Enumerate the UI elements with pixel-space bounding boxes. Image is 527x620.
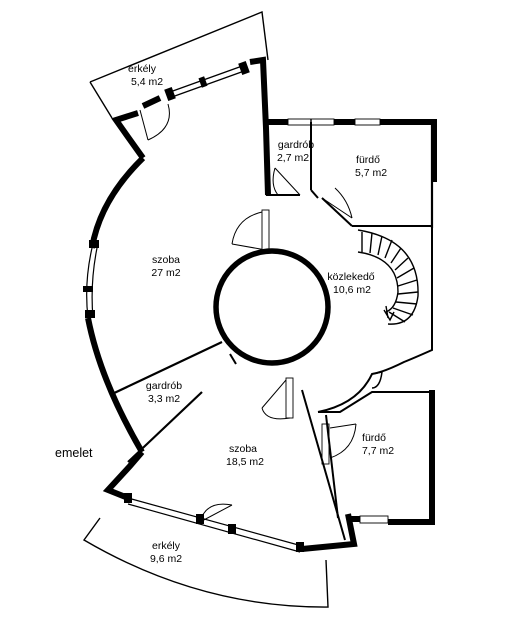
room-area: 18,5 m2: [226, 456, 264, 468]
room-area: 7,7 m2: [362, 445, 394, 457]
room-area: 10,6 m2: [333, 284, 371, 296]
wall-north-vertical: [249, 56, 271, 196]
room-area: 27 m2: [151, 267, 180, 279]
room-name: fürdő: [356, 154, 380, 166]
room-area: 5,7 m2: [355, 167, 387, 179]
room-name: fürdő: [362, 432, 386, 444]
room-szoba-small: szoba 18,5 m2: [226, 443, 264, 468]
window-jamb-bottom: [85, 310, 95, 318]
window-jamb-top: [89, 240, 99, 248]
room-furdo-bottom: fürdő 7,7 m2: [362, 432, 394, 457]
upper-west-walls: [111, 60, 250, 160]
room-area: 2,7 m2: [277, 152, 309, 164]
room-name: gardrób: [146, 380, 182, 392]
room-gardrob-bottom: gardrób 3,3 m2: [146, 380, 182, 405]
room-name: gardrób: [278, 139, 314, 151]
outer-curved-wall: [83, 155, 146, 454]
room-erkely-bottom: erkély 9,6 m2: [150, 540, 182, 565]
floor-label: emelet: [55, 446, 93, 460]
room-name: erkély: [152, 540, 181, 552]
room-kozlekedo: közlekedő 10,6 m2: [327, 271, 374, 296]
room-area: 9,6 m2: [150, 553, 182, 565]
north-rooms-block: [231, 118, 437, 251]
room-name: közlekedő: [327, 271, 374, 283]
interior-partitions: [109, 341, 237, 463]
room-furdo-top: fürdő 5,7 m2: [355, 154, 387, 179]
room-name: erkély: [128, 63, 157, 75]
window-jamb-mid: [83, 286, 93, 292]
south-walls: [102, 389, 358, 553]
room-szoba-large: szoba 27 m2: [151, 254, 180, 279]
room-area: 3,3 m2: [148, 393, 180, 405]
room-gardrob-top: gardrób 2,7 m2: [277, 139, 314, 164]
balcony-bottom: [82, 517, 329, 608]
room-area: 5,4 m2: [131, 76, 163, 88]
balcony-top: [89, 11, 269, 119]
staircase: [357, 229, 419, 325]
east-rooms: [261, 226, 435, 525]
room-name: szoba: [152, 254, 180, 266]
room-name: szoba: [229, 443, 257, 455]
room-erkely-top: erkély 5,4 m2: [128, 63, 163, 88]
central-round-shaft: [213, 248, 331, 366]
